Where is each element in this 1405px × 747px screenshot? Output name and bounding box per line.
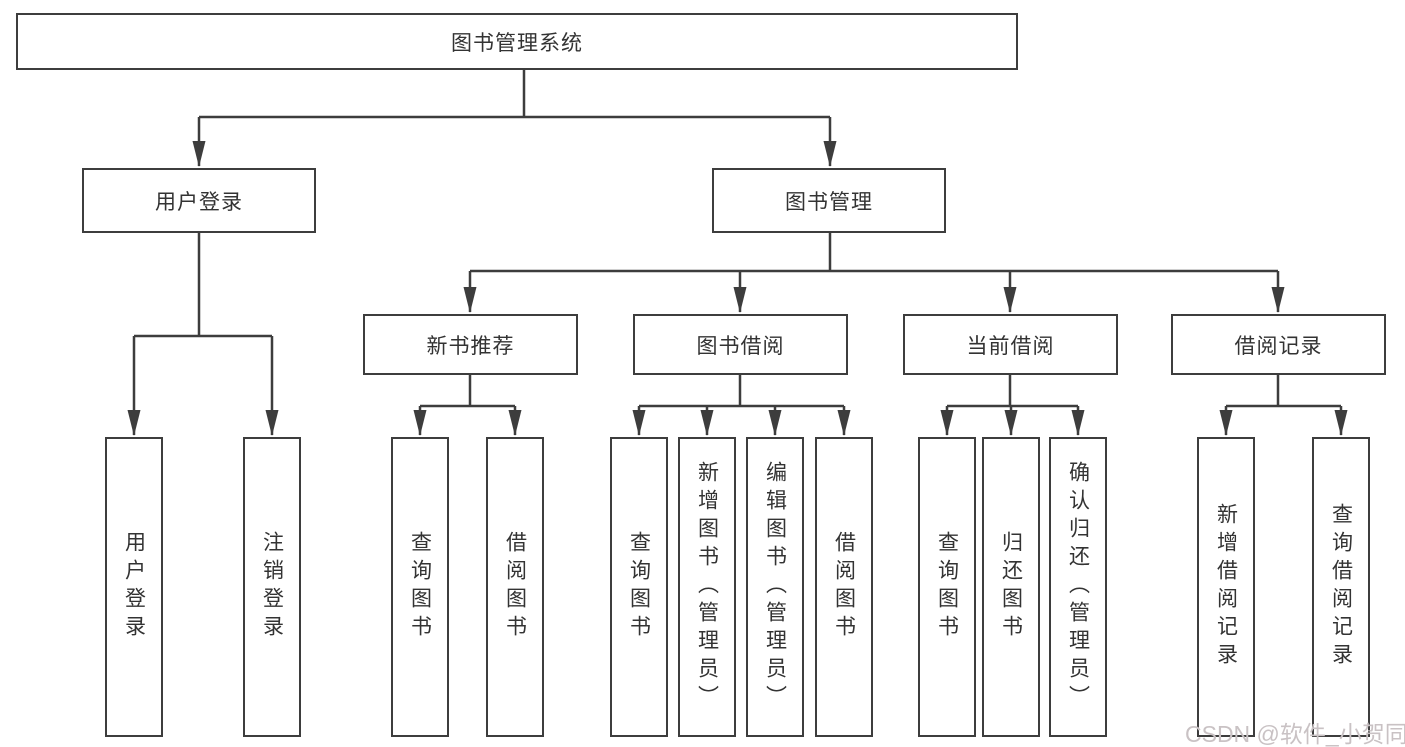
node-add-borrow-record: 新增借阅记录 xyxy=(1197,437,1255,737)
node-logout: 注销登录 xyxy=(243,437,301,737)
csdn-watermark: CSDN @软件_小贺同学 xyxy=(1185,721,1405,747)
node-add-books-admin-label: 新增图书（管理员） xyxy=(695,461,719,713)
node-edit-books-admin: 编辑图书（管理员） xyxy=(746,437,804,737)
node-borrow-books-label: 借阅图书 xyxy=(832,531,856,643)
node-borrow-books-recommend-label: 借阅图书 xyxy=(503,531,527,643)
node-new-book-recommend: 新书推荐 xyxy=(363,314,578,375)
node-user-login: 用户登录 xyxy=(82,168,316,233)
node-current-borrowing: 当前借阅 xyxy=(903,314,1118,375)
node-user-login-leaf-label: 用户登录 xyxy=(122,531,146,643)
node-borrowing-records: 借阅记录 xyxy=(1171,314,1386,375)
node-query-books-current: 查询图书 xyxy=(918,437,976,737)
node-query-books-current-label: 查询图书 xyxy=(935,531,959,643)
node-add-books-admin: 新增图书（管理员） xyxy=(678,437,736,737)
node-query-books-recommend-label: 查询图书 xyxy=(408,531,432,643)
node-return-books: 归还图书 xyxy=(982,437,1040,737)
node-user-login-leaf: 用户登录 xyxy=(105,437,163,737)
node-query-borrow-record: 查询借阅记录 xyxy=(1312,437,1370,737)
node-edit-books-admin-label: 编辑图书（管理员） xyxy=(763,461,787,713)
node-query-books-recommend: 查询图书 xyxy=(391,437,449,737)
node-borrow-books: 借阅图书 xyxy=(815,437,873,737)
node-query-borrow-record-label: 查询借阅记录 xyxy=(1329,503,1353,671)
node-logout-label: 注销登录 xyxy=(260,531,284,643)
node-borrow-books-recommend: 借阅图书 xyxy=(486,437,544,737)
node-book-management: 图书管理 xyxy=(712,168,946,233)
node-library-system: 图书管理系统 xyxy=(16,13,1018,70)
node-confirm-return-admin-label: 确认归还（管理员） xyxy=(1066,461,1090,713)
node-add-borrow-record-label: 新增借阅记录 xyxy=(1214,503,1238,671)
node-confirm-return-admin: 确认归还（管理员） xyxy=(1049,437,1107,737)
node-book-borrowing: 图书借阅 xyxy=(633,314,848,375)
node-query-books-borrowing: 查询图书 xyxy=(610,437,668,737)
node-query-books-borrowing-label: 查询图书 xyxy=(627,531,651,643)
node-return-books-label: 归还图书 xyxy=(999,531,1023,643)
